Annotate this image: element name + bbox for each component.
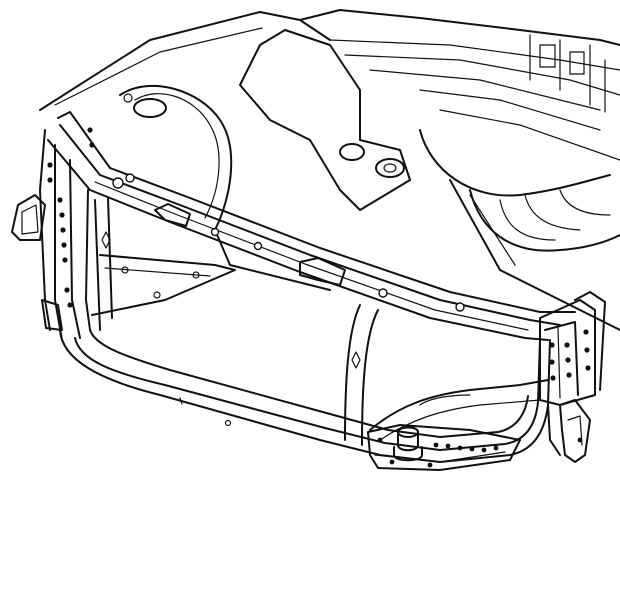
lower-center-bracket [367, 424, 521, 471]
center-mount [239, 29, 411, 211]
hood-latch-bracket [299, 257, 346, 286]
bolt-head [378, 288, 388, 298]
right-mount-bracket [559, 399, 591, 463]
left-strut-cap [133, 98, 167, 118]
firewall [299, 9, 620, 46]
center-post [344, 304, 361, 441]
engine-bay-background [39, 9, 620, 441]
mount-bolt-hole [339, 143, 365, 161]
left-hole-pattern [47, 127, 95, 308]
left-lower-panel [91, 254, 236, 316]
right-lower-panel [369, 379, 549, 431]
left-side-member [11, 127, 95, 341]
lower-hole-pattern [377, 437, 499, 468]
left-mount-bracket [11, 194, 46, 241]
left-fender-outline [39, 11, 331, 111]
right-hole-pattern [549, 329, 591, 443]
upper-tie-bar [47, 111, 576, 341]
radiator-frame [59, 197, 551, 463]
right-side-member [539, 291, 606, 463]
right-inner-fender [419, 129, 611, 197]
bolt-head [112, 177, 124, 189]
left-inner-fender [119, 84, 331, 291]
